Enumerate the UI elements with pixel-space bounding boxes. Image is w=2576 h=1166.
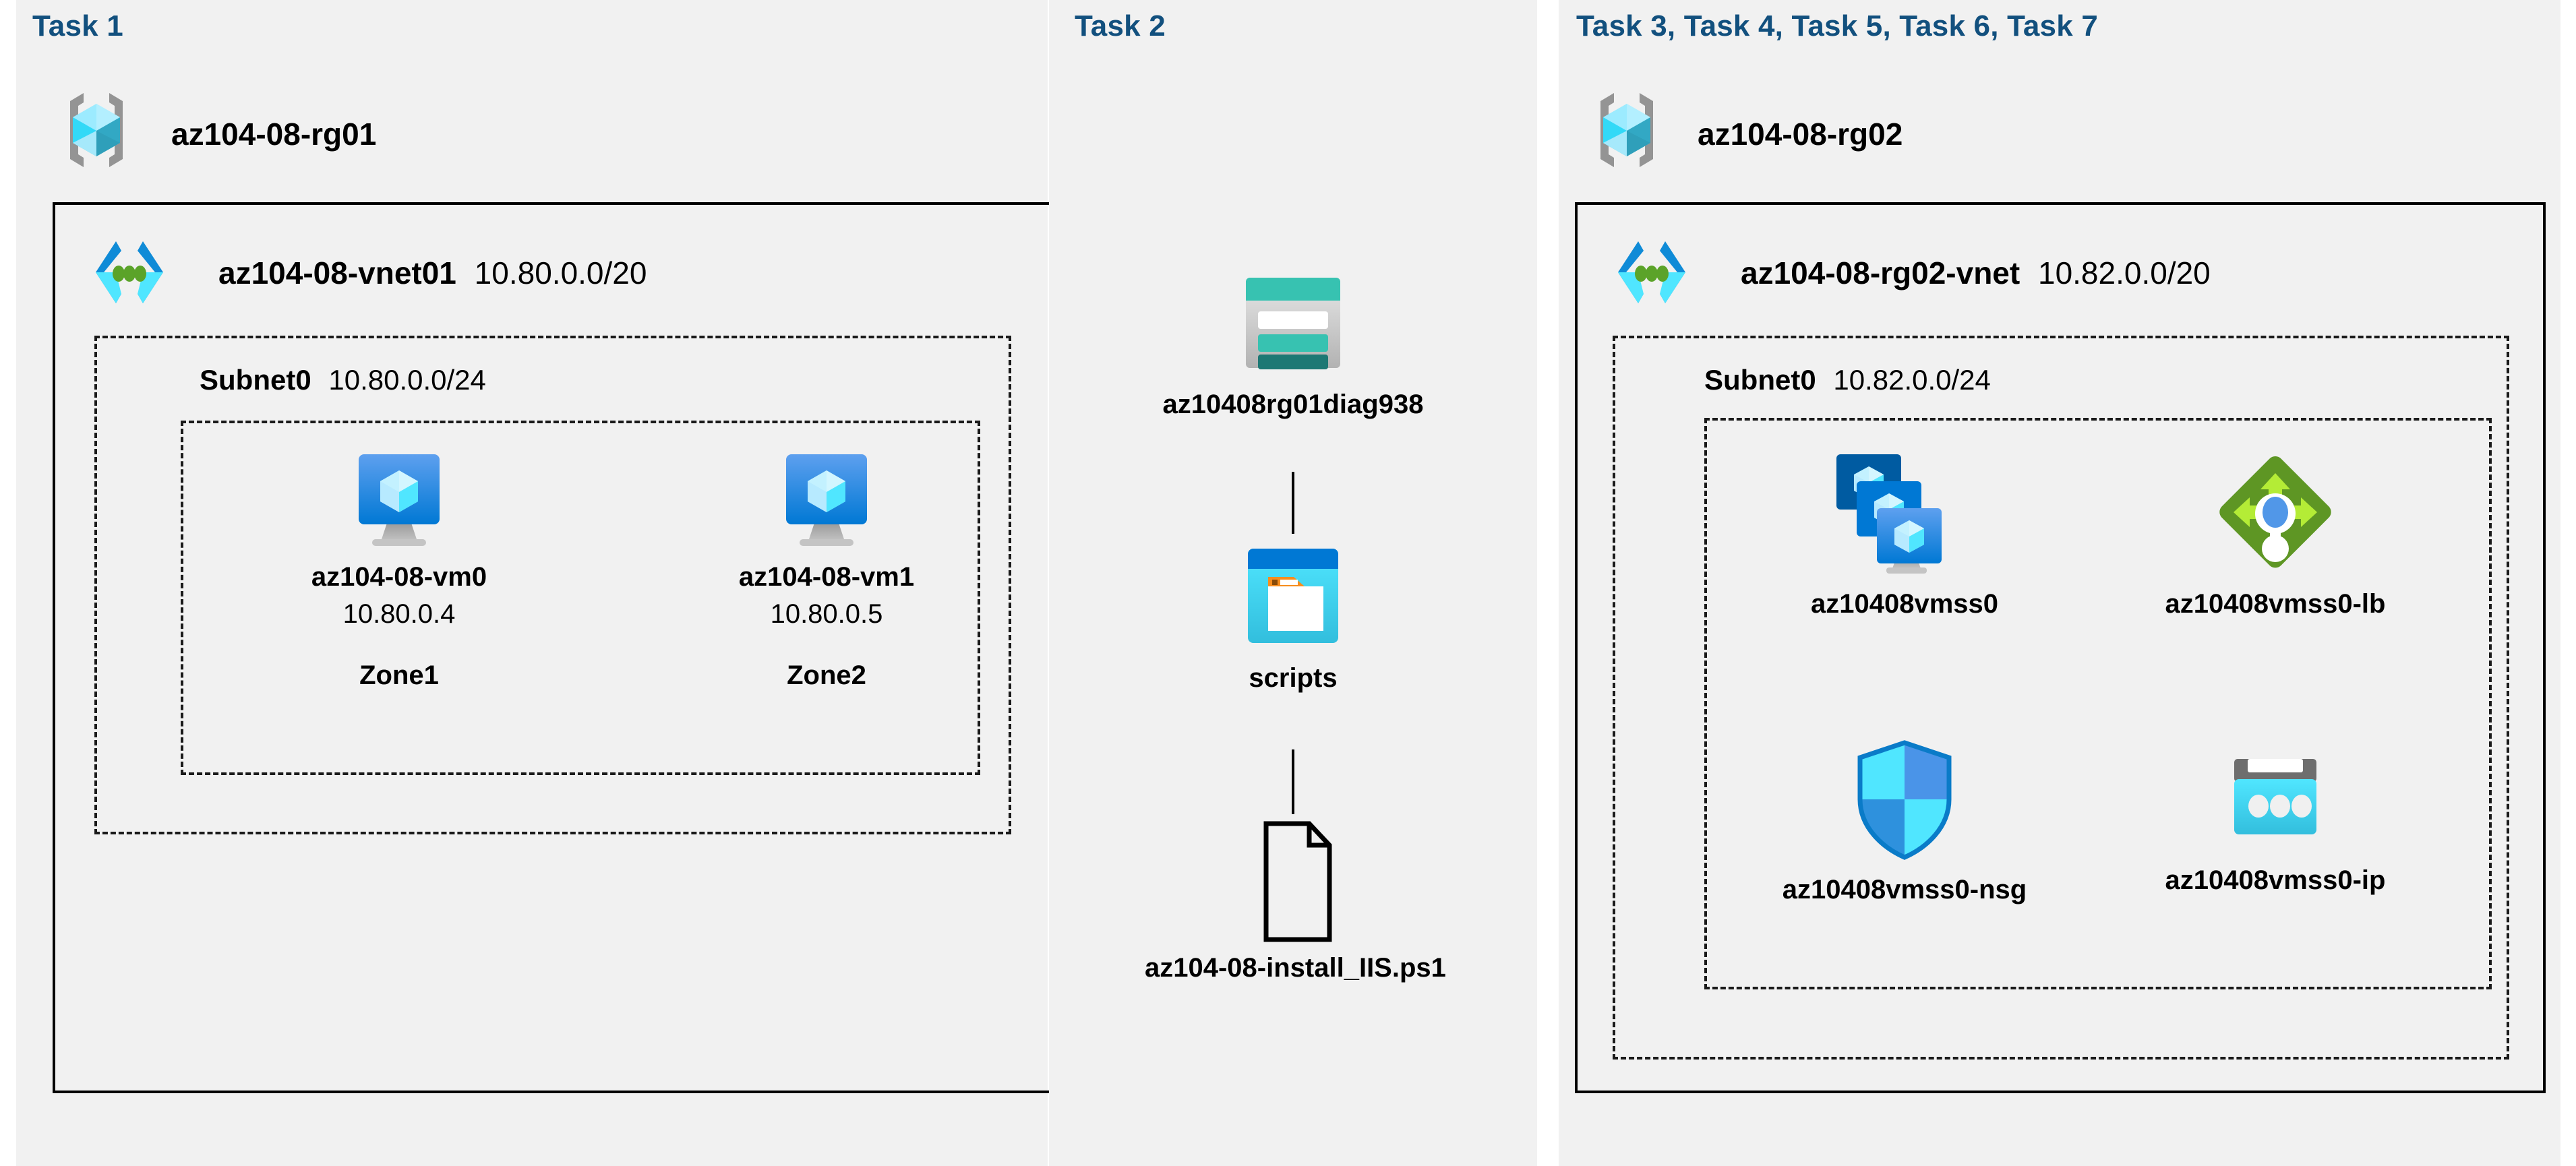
task1-title: Task 1 bbox=[32, 9, 123, 42]
task3to7-subnet-label: Subnet0 10.82.0.0/24 bbox=[1704, 364, 1991, 396]
vm-ip: 10.80.0.4 bbox=[342, 599, 456, 629]
resource-group-icon bbox=[1583, 86, 1671, 174]
task1-panel bbox=[16, 0, 1048, 1166]
vm-zone: Zone2 bbox=[787, 661, 866, 690]
task1-vnet-label: az104-08-vnet01 10.80.0.0/20 bbox=[218, 255, 647, 291]
vmss-node[interactable]: az10408vmss0 bbox=[1753, 445, 2056, 619]
network-security-group-icon bbox=[1851, 737, 1958, 865]
task3to7-vnet-label: az104-08-rg02-vnet 10.82.0.0/20 bbox=[1741, 255, 2211, 291]
task3to7-resource-group-box bbox=[1704, 418, 2492, 989]
vm-ip: 10.80.0.5 bbox=[770, 599, 883, 629]
task3to7-title: Task 3, Task 4, Task 5, Task 6, Task 7 bbox=[1576, 9, 2098, 42]
task3to7-panel bbox=[1559, 0, 2560, 1166]
vmss-name: az10408vmss0 bbox=[1810, 589, 1999, 619]
vm-scale-set-icon bbox=[1827, 445, 1982, 580]
task1-subnet-name: Subnet0 bbox=[200, 364, 311, 396]
task3to7-vnet-cidr: 10.82.0.0/20 bbox=[2037, 255, 2211, 290]
task1-resource-group-label: az104-08-rg01 bbox=[171, 117, 377, 152]
storage-account-name: az10408rg01diag938 bbox=[1162, 390, 1424, 419]
task3to7-resource-group-label: az104-08-rg02 bbox=[1698, 117, 1903, 152]
virtual-machine-icon bbox=[773, 445, 880, 553]
vm-zone: Zone1 bbox=[359, 661, 439, 690]
nsg-name: az10408vmss0-nsg bbox=[1782, 875, 2027, 904]
blob-container-icon bbox=[1236, 542, 1350, 654]
storage-account-icon bbox=[1232, 266, 1354, 380]
task3to7-subnet-name: Subnet0 bbox=[1704, 364, 1816, 396]
nsg-node[interactable]: az10408vmss0-nsg bbox=[1753, 737, 2056, 905]
connector-storage-to-scripts bbox=[1292, 472, 1294, 534]
virtual-network-icon bbox=[94, 237, 164, 307]
virtual-network-icon bbox=[1617, 237, 1687, 307]
task1-subnet-label: Subnet0 10.80.0.0/24 bbox=[200, 364, 486, 396]
vm-name: az104-08-vm1 bbox=[738, 562, 915, 592]
load-balancer-node[interactable]: az10408vmss0-lb bbox=[2124, 445, 2427, 619]
virtual-machine-icon bbox=[345, 445, 453, 553]
task3to7-subnet-cidr: 10.82.0.0/24 bbox=[1833, 364, 1991, 396]
vm-node-az104-08-vm1[interactable]: az104-08-vm1 10.80.0.5 Zone2 bbox=[678, 445, 975, 691]
load-balancer-name: az10408vmss0-lb bbox=[2165, 589, 2386, 619]
vm-node-az104-08-vm0[interactable]: az104-08-vm0 10.80.0.4 Zone1 bbox=[251, 445, 547, 691]
load-balancer-icon bbox=[2208, 445, 2343, 580]
resource-group-icon bbox=[53, 86, 140, 174]
storage-account-node[interactable]: az10408rg01diag938 bbox=[1145, 266, 1441, 420]
public-ip-name: az10408vmss0-ip bbox=[2165, 865, 2386, 895]
file-node[interactable]: az104-08-install_IIS.ps1 bbox=[1145, 820, 1446, 983]
blob-container-node[interactable]: scripts bbox=[1145, 542, 1441, 694]
task2-title: Task 2 bbox=[1075, 9, 1166, 42]
connector-scripts-to-file bbox=[1292, 749, 1294, 814]
file-name: az104-08-install_IIS.ps1 bbox=[1145, 953, 1446, 983]
task1-subnet-box bbox=[94, 336, 1011, 834]
task1-subnet-cidr: 10.80.0.0/24 bbox=[328, 364, 486, 396]
task3to7-vnet-name: az104-08-rg02-vnet bbox=[1741, 255, 2020, 290]
task3to7-vnet-box bbox=[1575, 202, 2546, 1093]
blob-container-name: scripts bbox=[1249, 663, 1338, 693]
public-ip-node[interactable]: az10408vmss0-ip bbox=[2124, 741, 2427, 896]
file-icon bbox=[1242, 820, 1344, 944]
vm-name: az104-08-vm0 bbox=[311, 562, 487, 592]
task1-vnet-cidr: 10.80.0.0/20 bbox=[474, 255, 647, 290]
task1-vnet-name: az104-08-vnet01 bbox=[218, 255, 456, 290]
task3to7-subnet-box bbox=[1613, 336, 2509, 1060]
public-ip-address-icon bbox=[2218, 741, 2333, 856]
task1-vm-group-box bbox=[181, 421, 980, 775]
